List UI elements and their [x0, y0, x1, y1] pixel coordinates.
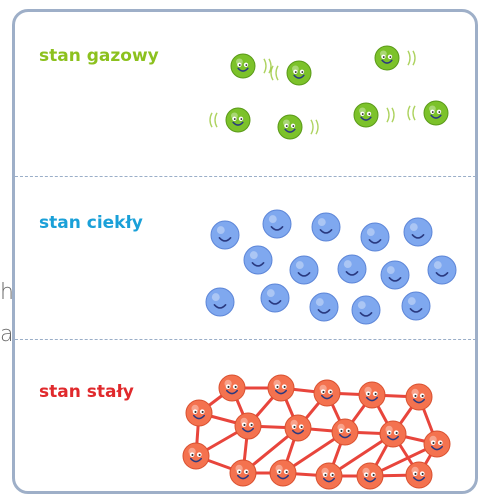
liquid-particle — [289, 255, 319, 285]
solid-state-panel: stan stały — [15, 339, 475, 491]
liquid-particle — [309, 292, 339, 322]
gas-motion-lines — [310, 119, 319, 135]
solid-particle — [356, 462, 384, 490]
liquid-particle — [427, 255, 457, 285]
cropped-side-text-1: h — [0, 280, 14, 305]
solid-particle — [405, 461, 433, 489]
solid-particle — [269, 459, 297, 487]
liquid-particles-illustration — [205, 209, 457, 325]
solid-particle — [185, 399, 213, 427]
gas-particle — [286, 60, 312, 86]
liquid-particle — [403, 217, 433, 247]
liquid-state-panel: stan ciekły — [15, 176, 475, 339]
liquid-particle — [311, 212, 341, 242]
solid-particles-illustration — [182, 374, 451, 490]
solid-state-label: stan stały — [39, 382, 134, 402]
liquid-particle — [337, 254, 367, 284]
gas-particles-illustration — [209, 45, 449, 140]
liquid-particle — [210, 220, 240, 250]
solid-particle — [218, 374, 246, 402]
solid-particle — [405, 383, 433, 411]
gas-motion-lines — [407, 50, 416, 66]
states-of-matter-card: stan gazowy stan ciekły stan stały — [12, 9, 478, 494]
liquid-particle — [360, 222, 390, 252]
gas-particle — [423, 100, 449, 126]
liquid-particle — [243, 245, 273, 275]
liquid-particle — [380, 260, 410, 290]
liquid-particle — [260, 283, 290, 313]
gas-particle — [225, 107, 251, 133]
gas-particle — [277, 114, 303, 140]
solid-particle — [379, 420, 407, 448]
gas-motion-lines — [263, 58, 272, 74]
gas-particle — [374, 45, 400, 71]
solid-particle — [313, 379, 341, 407]
gas-motion-lines — [407, 105, 416, 121]
liquid-state-label: stan ciekły — [39, 213, 143, 233]
gas-motion-lines — [209, 112, 218, 128]
gas-state-panel: stan gazowy — [15, 12, 475, 174]
solid-particle — [315, 462, 343, 490]
solid-particle — [331, 418, 359, 446]
liquid-particle — [262, 209, 292, 239]
gas-motion-lines — [386, 107, 395, 123]
liquid-particle — [205, 287, 235, 317]
gas-motion-lines — [270, 65, 279, 81]
solid-particle — [358, 381, 386, 409]
liquid-particle — [401, 291, 431, 321]
cropped-side-text-2: a — [0, 322, 14, 347]
solid-particle — [229, 459, 257, 487]
solid-particle — [182, 442, 210, 470]
solid-particle — [423, 430, 451, 458]
solid-particle — [284, 414, 312, 442]
solid-particle — [267, 374, 295, 402]
solid-particle — [234, 412, 262, 440]
liquid-particle — [351, 295, 381, 325]
gas-state-label: stan gazowy — [39, 46, 159, 66]
gas-particle — [353, 102, 379, 128]
gas-particle — [230, 53, 256, 79]
